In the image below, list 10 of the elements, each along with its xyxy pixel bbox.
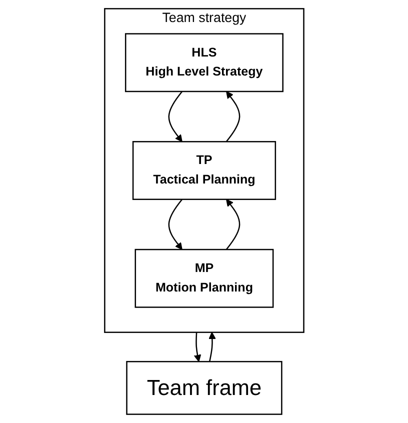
node-box: MP Motion Planning (134, 248, 274, 308)
node-box: HLS High Level Strategy (124, 33, 284, 92)
arrow (226, 91, 240, 142)
arrow (194, 332, 201, 362)
arrow (226, 199, 240, 250)
arrow (208, 332, 216, 362)
node-box: Team frame (126, 360, 282, 415)
arrow (168, 91, 182, 142)
arrow (168, 199, 182, 250)
node-box: TP Tactical Planning (132, 141, 276, 200)
